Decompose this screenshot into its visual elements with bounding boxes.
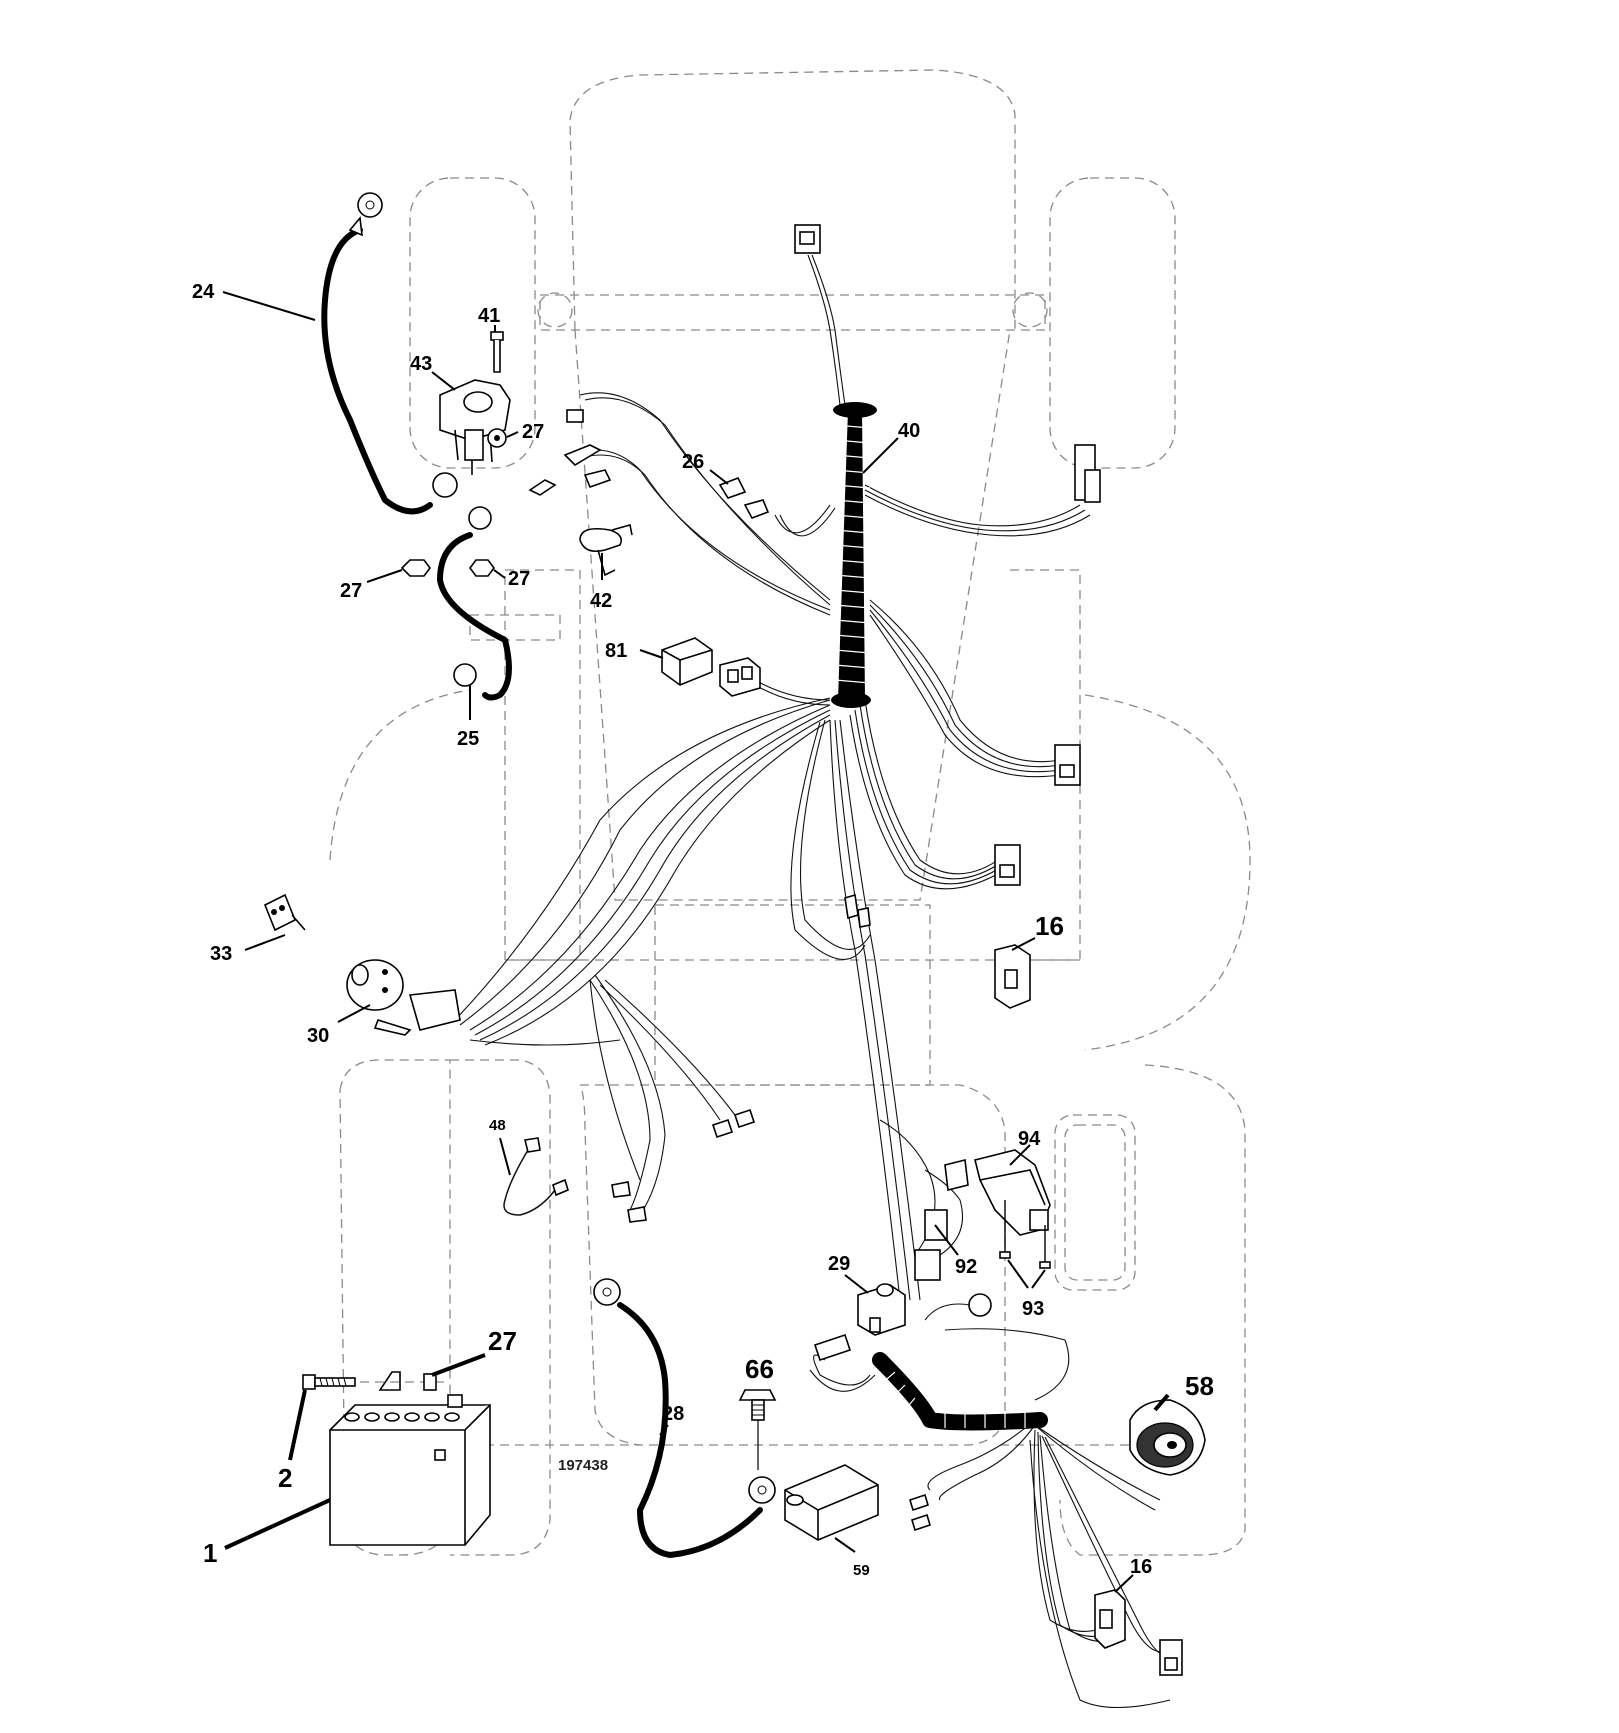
spring-48: [503, 1137, 569, 1216]
callout-81: 81: [605, 640, 627, 662]
callout-27-right-nut: 27: [508, 568, 530, 590]
callout-24: 24: [192, 281, 215, 303]
bolt-66: [738, 1389, 777, 1470]
switch-16-upper: [994, 944, 1031, 1009]
relay-81: [661, 637, 713, 686]
relay-socket: [719, 657, 761, 697]
headlight-connector: [1074, 444, 1101, 503]
leader-lines: [222, 291, 1170, 1593]
spade-terminals-rear: [909, 1493, 931, 1532]
ignition-switch-30: [346, 959, 461, 1036]
callout-43: 43: [410, 353, 432, 375]
callout-25: 25: [457, 728, 479, 750]
callout-48: 48: [489, 1117, 506, 1134]
screws-93: [999, 1200, 1051, 1269]
connector-right-upper: [1054, 744, 1081, 786]
battery-cables: [321, 192, 776, 1558]
connector-rear-right: [1159, 1639, 1183, 1676]
top-connector: [794, 224, 821, 254]
clamp-42: [579, 523, 633, 577]
callout-16-upper: 16: [1035, 911, 1064, 941]
callout-33: 33: [210, 943, 232, 965]
main-loom: [831, 402, 877, 708]
callout-27-solenoid: 27: [522, 421, 544, 443]
spade-terminals: [611, 1108, 756, 1223]
callout-28: 28: [662, 1403, 684, 1425]
switch-16-lower: [1094, 1589, 1126, 1649]
callout-16-lower: 16: [1130, 1556, 1152, 1578]
battery-hardware: [302, 1371, 445, 1391]
starter-solenoid: [439, 379, 511, 475]
harness-wires: [454, 254, 1176, 1709]
callout-58: 58: [1185, 1371, 1214, 1401]
key-33: [263, 893, 306, 932]
ground-ring: [924, 1293, 992, 1321]
connector-right-lower: [994, 844, 1021, 886]
callout-66: 66: [745, 1354, 774, 1384]
callout-30: 30: [307, 1025, 329, 1047]
terminal-clips: [528, 409, 612, 496]
callout-92: 92: [955, 1256, 977, 1278]
module-59: [784, 1464, 879, 1541]
callout-93: 93: [1022, 1298, 1044, 1320]
switch-29: [857, 1283, 906, 1336]
callout-42: 42: [590, 590, 612, 612]
callout-27-battery: 27: [488, 1326, 517, 1356]
callout-94: 94: [1018, 1128, 1041, 1150]
callout-40: 40: [898, 420, 920, 442]
drawing-number: 197438: [558, 1457, 608, 1474]
center-clips: [844, 893, 871, 928]
bolt-41: [490, 331, 504, 373]
battery-1: [329, 1394, 491, 1546]
tractor-outline: [329, 69, 1251, 1556]
callout-1: 1: [203, 1538, 217, 1568]
callout-59: 59: [853, 1562, 870, 1579]
clutch-58: [1129, 1399, 1206, 1476]
callout-labels: 24 41 43 27 40 26 27 27 42 81 25 16 33 3…: [192, 281, 1214, 1579]
nuts-27: [400, 428, 507, 577]
rear-loom: [872, 1352, 1048, 1431]
callout-29: 29: [828, 1253, 850, 1275]
pto-connector: [813, 1333, 852, 1362]
callout-2: 2: [278, 1463, 292, 1493]
callout-41: 41: [478, 305, 500, 327]
connectors-92: [914, 1209, 948, 1281]
regulator-94: [944, 1149, 1051, 1236]
callout-26: 26: [682, 451, 704, 473]
callout-27-left-nut: 27: [340, 580, 362, 602]
